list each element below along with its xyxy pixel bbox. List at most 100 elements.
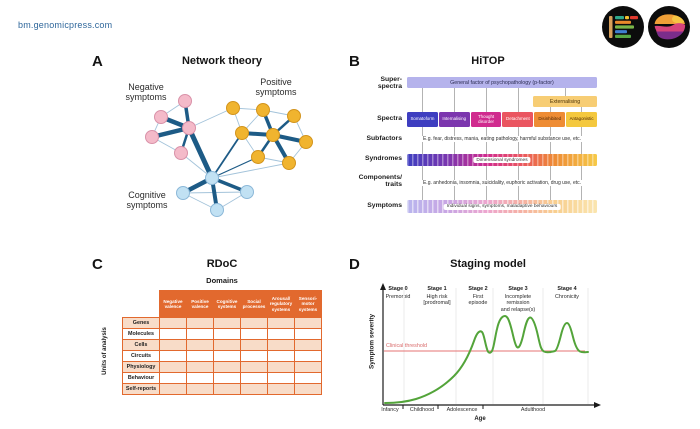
stage-4-desc: Chronicity: [555, 294, 579, 300]
spectrum-disinhibited: Disinhibited: [534, 112, 566, 127]
clinical-threshold-label: Clinical threshold: [386, 343, 428, 349]
panel-rdoc: C RDoC Domains Units of analysis Negativ…: [85, 250, 345, 425]
empty-cell: [186, 350, 214, 362]
site-url-link[interactable]: bm.genomicpress.com: [18, 20, 113, 30]
panel-staging-model: D Staging model Symptom severity Clinica…: [345, 250, 675, 429]
pfactor-label: General factor of psychopathology (p-fac…: [450, 79, 554, 86]
table-row: Behaviour: [122, 372, 322, 384]
stage-1-name: Stage 1: [427, 286, 447, 292]
panel-d-title: Staging model: [450, 258, 526, 270]
empty-cell: [240, 328, 268, 340]
severity-curve: [384, 314, 589, 404]
empty-cell: [213, 350, 241, 362]
panel-c-letter: C: [92, 256, 103, 273]
col-arousal-regulatory: Arousal/ regulatory systems: [267, 290, 295, 318]
components-examples: E.g. anhedonia, insomnia, suicidality, e…: [407, 180, 597, 186]
externalising-label: Externalising: [549, 98, 581, 105]
connector-line: [565, 88, 566, 96]
stage-3-desc: Incomplete remission and relapse(s): [500, 294, 536, 313]
col-social-processes: Social processes: [240, 290, 268, 318]
symptoms-chip: Individual signs, symptoms, maladaptive …: [443, 203, 561, 210]
row-label-components: Components/ traits: [358, 174, 402, 189]
domains-label: Domains: [206, 276, 238, 285]
rdoc-table: Negative valence Positive valence Cognit…: [122, 290, 322, 395]
empty-cell: [267, 339, 295, 351]
empty-cell: [159, 328, 187, 340]
x-axis-label: Age: [474, 416, 486, 422]
row-circuits: Circuits: [122, 350, 160, 362]
table-row: Self-reports: [122, 383, 322, 395]
corner-cell: [122, 290, 160, 318]
axes: [382, 288, 596, 406]
empty-cell: [213, 361, 241, 373]
row-genes: Genes: [122, 317, 160, 329]
negative-symptom-nodes: [145, 94, 196, 160]
empty-cell: [240, 339, 268, 351]
empty-cell: [186, 317, 214, 329]
empty-cell: [159, 361, 187, 373]
components-text: E.g. anhedonia, insomnia, suicidality, e…: [420, 180, 584, 186]
positive-symptoms-label: Positive symptoms: [255, 77, 297, 98]
stage-2-name: Stage 2: [468, 286, 488, 292]
syndromes-bar: Dimensional syndromes: [407, 154, 597, 166]
empty-cell: [294, 328, 322, 340]
row-label-subfactors: Subfactors: [366, 135, 402, 142]
units-of-analysis-label: Units of analysis: [102, 327, 108, 375]
stage-0-name: Stage 0: [388, 286, 408, 292]
empty-cell: [159, 339, 187, 351]
pfactor-bar: General factor of psychopathology (p-fac…: [407, 77, 597, 88]
axis-ticks: [402, 405, 484, 409]
empty-cell: [213, 339, 241, 351]
empty-cell: [159, 383, 187, 395]
row-molecules: Molecules: [122, 328, 160, 340]
table-row: Cells: [122, 339, 322, 351]
externalising-bar: Externalising: [533, 96, 597, 107]
cognitive-symptom-nodes: [176, 171, 254, 217]
brain-logo-icon: [648, 6, 690, 48]
table-row: Physiology: [122, 361, 322, 373]
panel-a-letter: A: [92, 53, 103, 70]
x-axis-arrow: [594, 402, 601, 408]
spectrum-internalising: Internalising: [438, 112, 470, 127]
y-axis-arrow: [380, 283, 386, 290]
empty-cell: [240, 372, 268, 384]
stage-0-desc: Premorbid: [385, 294, 411, 300]
connector-line: [581, 107, 582, 112]
stage-2-desc: First episode: [468, 294, 488, 307]
empty-cell: [240, 383, 268, 395]
row-physiology: Physiology: [122, 361, 160, 373]
empty-cell: [294, 372, 322, 384]
spectrum-somatoform: Somatoform: [407, 112, 438, 127]
network-graph: [145, 94, 313, 217]
empty-cell: [267, 383, 295, 395]
table-row: Molecules: [122, 328, 322, 340]
stage-4-name: Stage 4: [557, 286, 577, 292]
stage-3-name: Stage 3: [508, 286, 528, 292]
panel-d-letter: D: [349, 256, 360, 273]
connector-line: [518, 88, 519, 112]
symptoms-bar: Individual signs, symptoms, maladaptive …: [407, 200, 597, 213]
header-row: Negative valence Positive valence Cognit…: [122, 290, 322, 318]
syndromes-chip: Dimensional syndromes: [473, 157, 531, 163]
empty-cell: [240, 317, 268, 329]
row-cells: Cells: [122, 339, 160, 351]
positive-symptom-nodes: [226, 101, 313, 170]
panel-c-title: RDoC: [206, 258, 238, 270]
empty-cell: [267, 361, 295, 373]
panel-hitop: B HiTOP Super- spectra Spectra Subfactor…: [345, 48, 675, 223]
age-label-adolescence: Adolescence: [446, 407, 478, 413]
empty-cell: [267, 350, 295, 362]
negative-symptoms-label: Negative symptoms: [125, 82, 167, 103]
empty-cell: [186, 372, 214, 384]
panel-a-title: Network theory: [181, 55, 263, 67]
age-label-childhood: Childhood: [409, 407, 435, 413]
staging-chart: [380, 283, 601, 409]
row-self-reports: Self-reports: [122, 383, 160, 395]
publisher-logo: [600, 4, 692, 55]
subfactors-text: E.g. fear, distress, mania, eating patho…: [420, 136, 584, 142]
empty-cell: [294, 361, 322, 373]
spectrum-thought-disorder: Thought disorder: [470, 112, 502, 127]
row-label-syndromes: Syndromes: [364, 155, 402, 162]
col-negative-valence: Negative valence: [159, 290, 187, 318]
empty-cell: [294, 350, 322, 362]
